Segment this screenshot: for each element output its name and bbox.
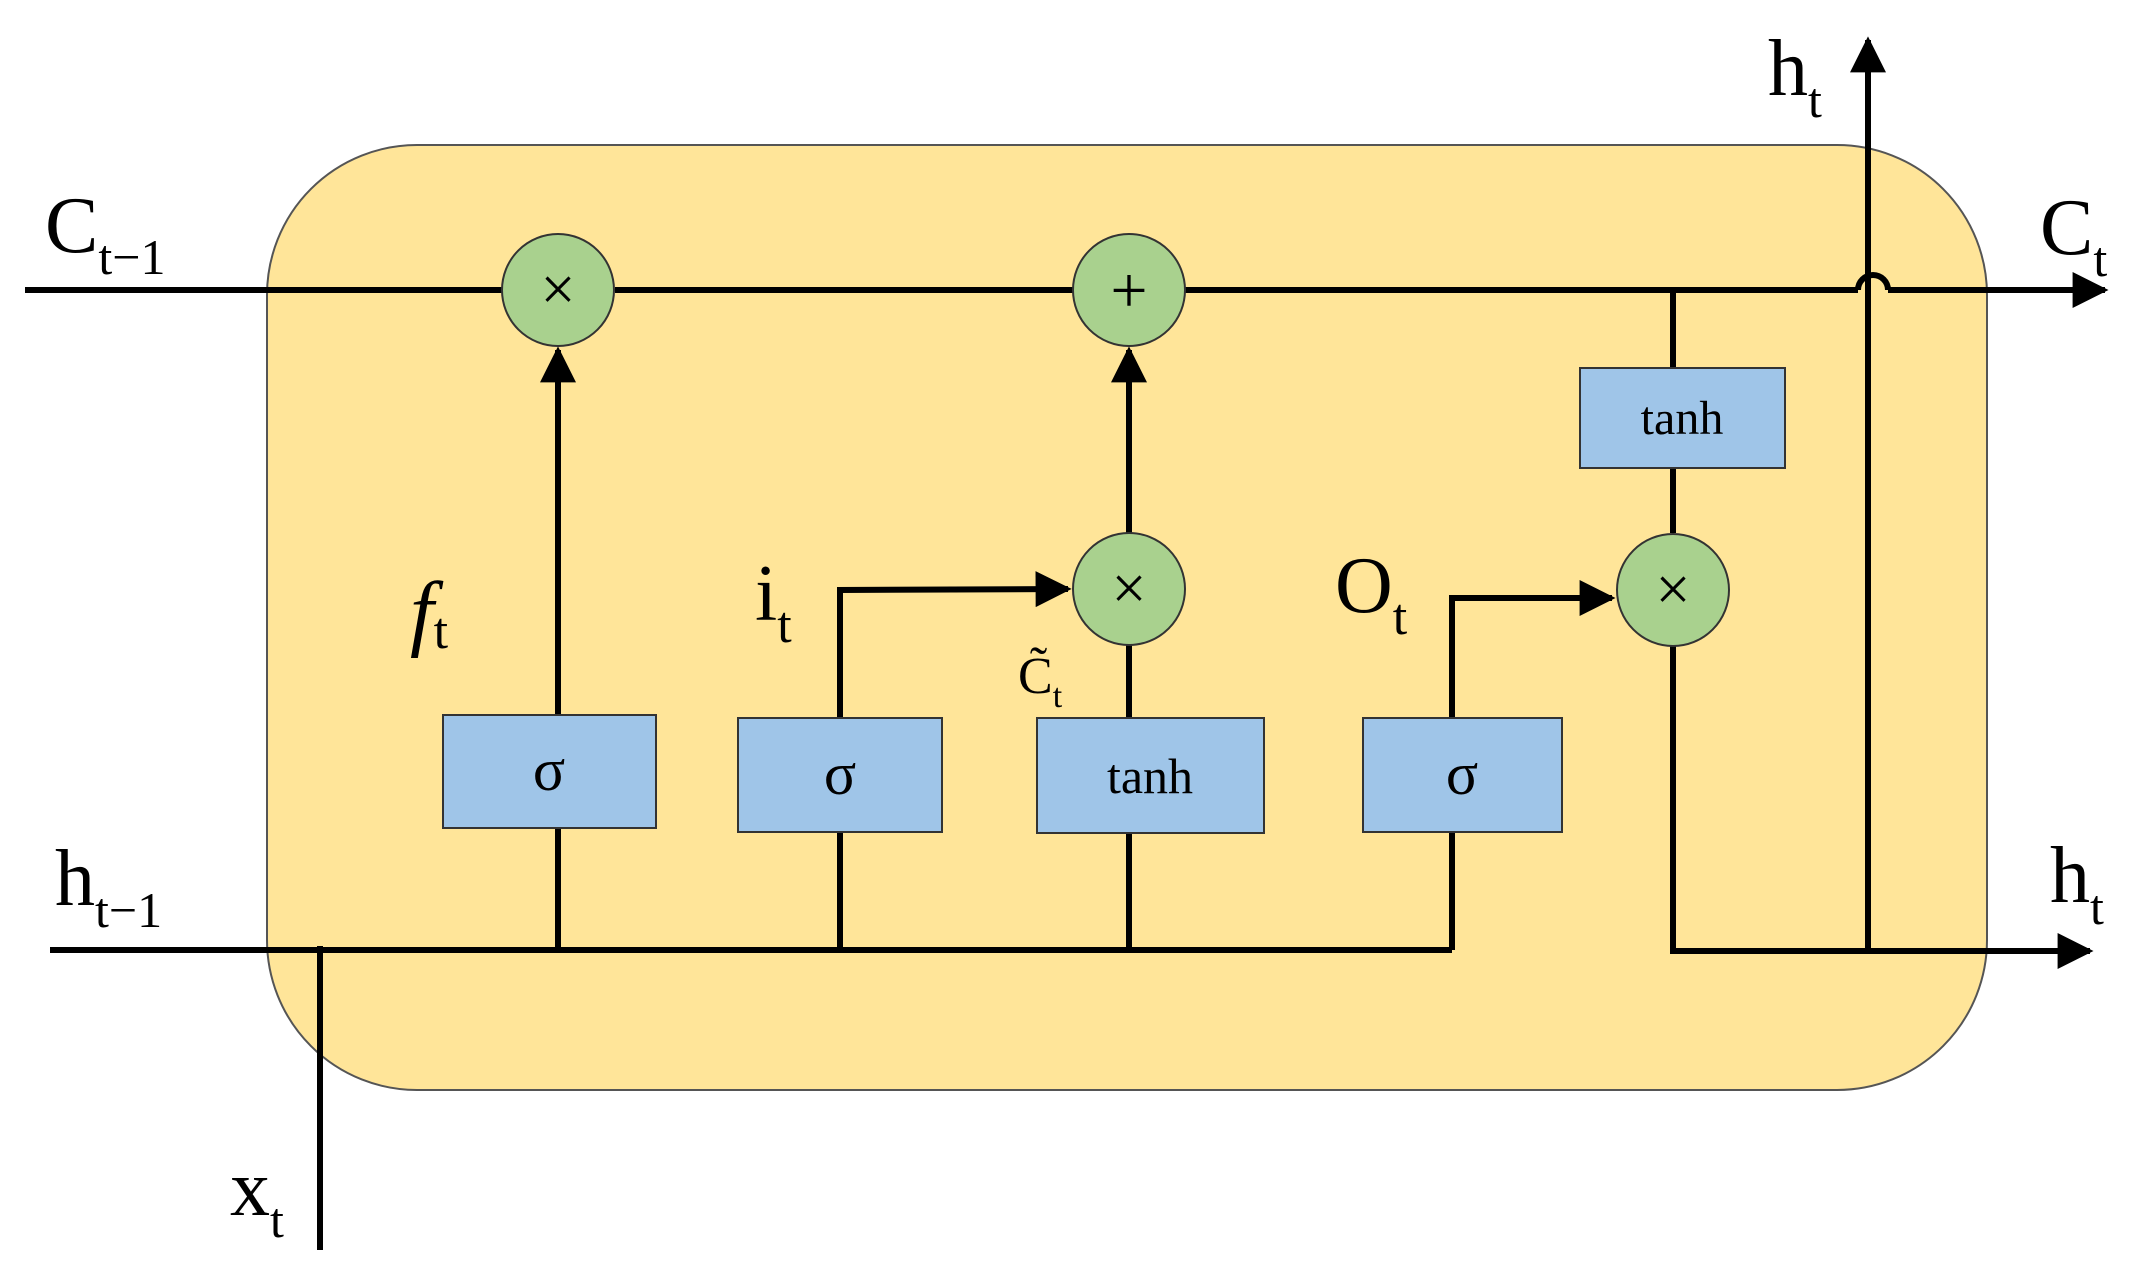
output-gate-symbol: σ	[1446, 741, 1478, 807]
label-forget: ft	[410, 565, 449, 660]
input-gate: σ	[737, 717, 943, 833]
candidate-gate-symbol: tanh	[1107, 748, 1193, 804]
input-gate-arrow	[837, 571, 1072, 718]
output-multiply-op: ×	[1616, 533, 1730, 647]
hidden-output-line	[1670, 645, 2094, 969]
forget-multiply-op: ×	[501, 233, 615, 347]
forget-gate-symbol: σ	[533, 737, 565, 803]
label-h-out-right: ht	[2050, 832, 2104, 935]
label-c-prev: Ct−1	[45, 182, 165, 285]
label-output: Ot	[1335, 542, 1408, 646]
label-x: xt	[230, 1145, 284, 1248]
output-gate: σ	[1362, 717, 1563, 833]
label-c-out: Ct	[2040, 184, 2107, 287]
label-candidate: C̃t	[1018, 646, 1063, 715]
forget-gate: σ	[442, 714, 657, 829]
output-gate-arrow	[1449, 580, 1616, 718]
cell-tanh-symbol: tanh	[1641, 392, 1724, 445]
label-h-out-top: ht	[1768, 25, 1822, 128]
plus-icon: +	[1110, 254, 1147, 327]
multiply-icon: ×	[1112, 555, 1147, 623]
input-multiply-op: ×	[1072, 532, 1186, 646]
label-h-prev: ht−1	[55, 835, 162, 938]
multiply-icon: ×	[1656, 556, 1691, 624]
label-input: it	[755, 550, 792, 654]
add-op: +	[1072, 233, 1186, 347]
cell-tanh-gate: tanh	[1579, 367, 1786, 469]
cell-state-hop	[1855, 272, 1891, 291]
multiply-icon: ×	[541, 256, 576, 324]
input-gate-symbol: σ	[824, 741, 856, 807]
candidate-gate: tanh	[1036, 717, 1265, 834]
